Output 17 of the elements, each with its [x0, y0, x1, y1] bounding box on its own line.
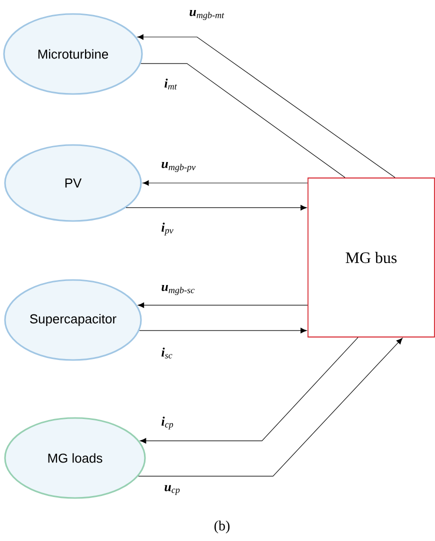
caption: (b): [214, 520, 230, 534]
arrow: [138, 338, 403, 476]
arrow: [138, 302, 308, 308]
bus-box: MG bus: [308, 178, 435, 338]
arrow: [137, 34, 396, 178]
edge-label: i$_{cp}$: [162, 416, 174, 430]
edge-label: i$_{mt}$: [164, 78, 178, 90]
edge-label: u$_{mgb-mt}$: [190, 10, 224, 20]
edge-label: i$_{pv}$: [162, 222, 174, 236]
arrow: [140, 337, 358, 444]
arrow: [139, 328, 307, 334]
arrow: [142, 180, 308, 186]
edge-label: u$_{mgb-pv}$: [162, 162, 196, 172]
edge-label: u$_{mgb-sc}$: [162, 284, 194, 296]
edge-label: i$_{sc}$: [162, 348, 172, 358]
arrow: [126, 205, 307, 210]
edge-label: u$_{cp}$: [164, 485, 180, 495]
